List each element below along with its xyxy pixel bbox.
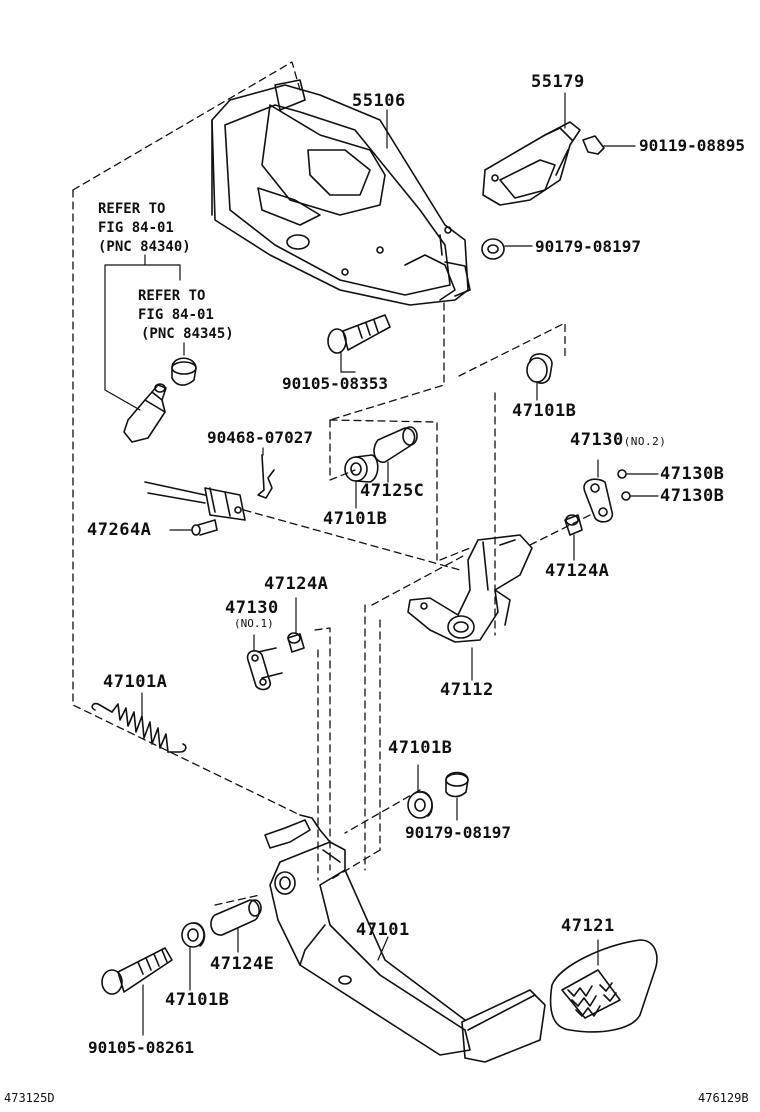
label-90179-08197-bottom: 90179-08197 bbox=[405, 823, 511, 842]
label-47124E: 47124E bbox=[210, 954, 275, 974]
label-90468-07027: 90468-07027 bbox=[207, 428, 313, 447]
stopper-cushion bbox=[171, 357, 197, 386]
refer-1-line1: REFER TO bbox=[98, 201, 166, 217]
label-47125C: 47125C bbox=[360, 481, 425, 501]
bolt-90119-08895 bbox=[582, 135, 636, 155]
refer-2-line1: REFER TO bbox=[138, 288, 206, 304]
label-90105-08353: 90105-08353 bbox=[282, 374, 388, 393]
lever-47112 bbox=[407, 534, 533, 681]
label-47101B-c: 47101B bbox=[388, 738, 453, 758]
clip-47130B-b bbox=[621, 491, 659, 501]
refer-2-line3: (PNC 84345) bbox=[141, 326, 234, 342]
nut-90179-08197-bottom bbox=[445, 771, 469, 821]
refer-leaders bbox=[104, 254, 185, 411]
return-spring-47101A bbox=[91, 692, 187, 753]
label-47264A: 47264A bbox=[87, 520, 152, 540]
pin-47264A bbox=[169, 519, 218, 536]
collar-47124E bbox=[210, 899, 262, 953]
label-47130-no2: 47130(NO.2) bbox=[570, 432, 666, 449]
push-rod-clevis bbox=[144, 481, 246, 521]
cover-55179 bbox=[482, 121, 581, 206]
assembly-outline-dashed bbox=[72, 61, 591, 906]
bolt-90105-08261 bbox=[101, 947, 173, 1036]
label-47101B-b: 47101B bbox=[323, 509, 388, 529]
stop-light-switch bbox=[123, 383, 167, 443]
label-47101B-d: 47101B bbox=[165, 990, 230, 1010]
label-47101A: 47101A bbox=[103, 672, 168, 692]
label-47112: 47112 bbox=[440, 680, 494, 700]
label-47130B-a: 47130B bbox=[660, 464, 725, 484]
label-47124A-a: 47124A bbox=[264, 574, 329, 594]
footer-left-code: 473125D bbox=[4, 1091, 55, 1105]
pin-47124A-b bbox=[564, 514, 583, 561]
clip-47130B-a bbox=[617, 469, 659, 479]
bushing-47101B-d bbox=[181, 922, 206, 991]
refer-1-line3: (PNC 84340) bbox=[98, 239, 191, 255]
label-55106: 55106 bbox=[352, 91, 406, 111]
label-47130-no2-number: 47130 bbox=[570, 430, 624, 450]
pin-47124A-a bbox=[287, 597, 305, 653]
label-90179-08197-top: 90179-08197 bbox=[535, 237, 641, 256]
label-47130-no1-note: (NO.1) bbox=[234, 617, 274, 630]
pedal-pad-47121 bbox=[549, 939, 658, 1033]
pedal-bracket-55106 bbox=[211, 79, 471, 306]
label-90105-08261: 90105-08261 bbox=[88, 1038, 194, 1057]
label-47130-no2-note: (NO.2) bbox=[623, 435, 667, 448]
refer-1-line2: FIG 84-01 bbox=[98, 220, 174, 236]
bushing-47101B-b bbox=[344, 454, 379, 509]
label-55179: 55179 bbox=[531, 72, 585, 92]
bushing-47101B-c bbox=[407, 764, 433, 819]
label-47101: 47101 bbox=[356, 920, 410, 940]
label-47130-no1: 47130 bbox=[225, 598, 279, 618]
label-47130B-b: 47130B bbox=[660, 486, 725, 506]
leader-lines bbox=[340, 92, 566, 373]
footer-right-code: 476129B bbox=[698, 1091, 749, 1105]
label-90119-08895: 90119-08895 bbox=[639, 136, 745, 155]
refer-2-line2: FIG 84-01 bbox=[138, 307, 214, 323]
bolt-90105-08353 bbox=[327, 314, 391, 373]
label-47121: 47121 bbox=[561, 916, 615, 936]
bushing-47101B-a bbox=[526, 353, 553, 401]
brake-pedal-arm-47101 bbox=[264, 814, 546, 1063]
link-plate-47130-no2 bbox=[583, 459, 614, 523]
label-47124A-b: 47124A bbox=[545, 561, 610, 581]
nut-90179-08197-top bbox=[481, 238, 533, 260]
collar-47125C bbox=[373, 426, 418, 483]
label-47101B-a: 47101B bbox=[512, 401, 577, 421]
clip-90468-07027 bbox=[257, 447, 275, 499]
link-plate-47130-no1 bbox=[246, 634, 283, 691]
